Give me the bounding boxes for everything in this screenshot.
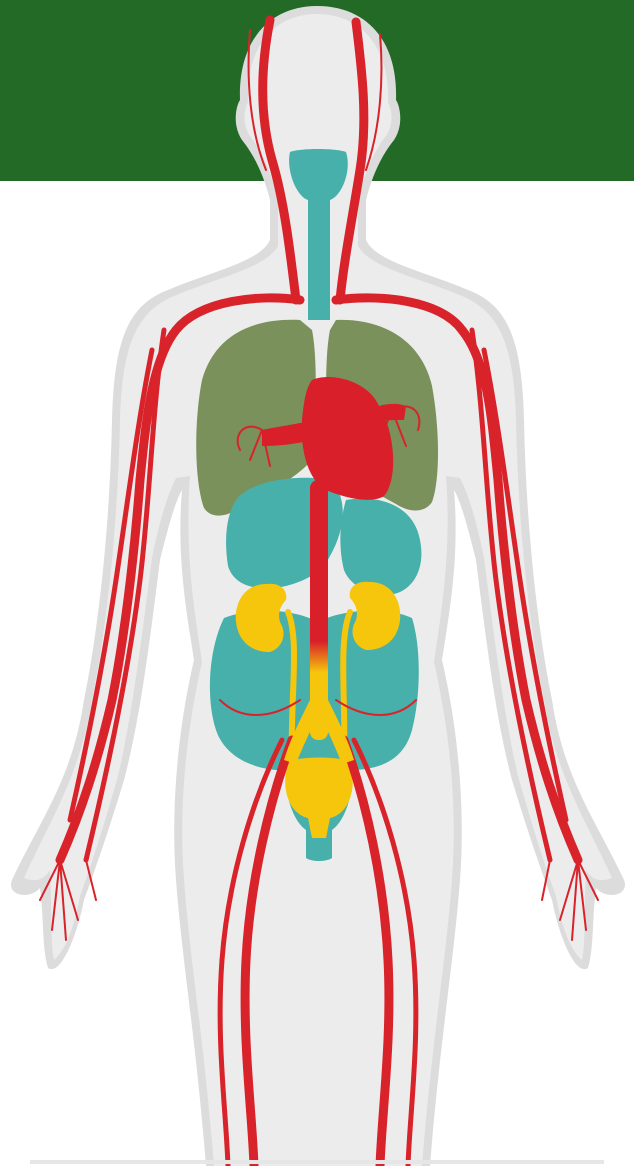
bottom-rule (30, 1160, 604, 1164)
